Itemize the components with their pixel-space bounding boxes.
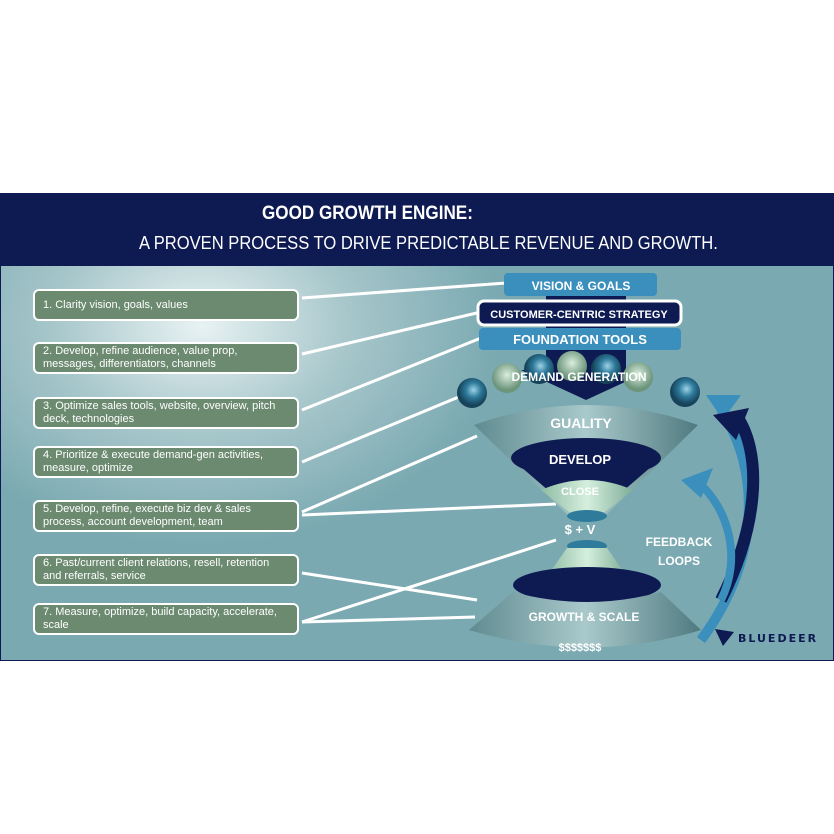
step-text: 3. Optimize sales tools, website, overvi…	[43, 400, 276, 425]
header-banner: GOOD GROWTH ENGINE: A PROVEN PROCESS TO …	[0, 193, 834, 266]
loops-label: LOOPS	[658, 554, 700, 568]
step-text: 1. Clarity vision, goals, values	[43, 298, 188, 311]
step-1: 1. Clarity vision, goals, values	[33, 289, 299, 321]
foundation-label: FOUNDATION TOOLS	[513, 332, 647, 347]
page-subtitle: A PROVEN PROCESS TO DRIVE PREDICTABLE RE…	[139, 233, 718, 253]
feedback-label: FEEDBACK	[646, 535, 713, 549]
quality-label: GUALITY	[550, 415, 612, 431]
step-text: 5. Develop, refine, execute biz dev & sa…	[43, 503, 251, 528]
step-text: 6. Past/current client relations, resell…	[43, 557, 270, 582]
close-label: CLOSE	[561, 486, 599, 498]
connector-lines	[301, 281, 557, 624]
demand-generation-label: DEMAND GENERATION	[511, 370, 646, 384]
develop-label: DEVELOP	[549, 452, 611, 467]
brand-logo: BLUEDEER	[738, 632, 818, 645]
step-3: 3. Optimize sales tools, website, overvi…	[33, 397, 299, 429]
growth-scale-label: GROWTH & SCALE	[529, 610, 640, 624]
step-5: 5. Develop, refine, execute biz dev & sa…	[33, 500, 299, 532]
step-6: 6. Past/current client relations, resell…	[33, 554, 299, 586]
engine-graphic: VISION & GOALS CUSTOMER-CENTRIC STRATEGY…	[301, 273, 818, 654]
page-title: GOOD GROWTH ENGINE:	[262, 203, 473, 224]
vision-goals-label: VISION & GOALS	[532, 279, 631, 293]
strategy-label: CUSTOMER-CENTRIC STRATEGY	[490, 309, 668, 321]
value-label: $ + V	[565, 522, 596, 537]
step-4: 4. Prioritize & execute demand-gen activ…	[33, 446, 299, 478]
bluedeer-logo-icon	[715, 629, 734, 646]
step-text: 4. Prioritize & execute demand-gen activ…	[43, 449, 264, 474]
step-2: 2. Develop, refine audience, value prop,…	[33, 342, 299, 374]
step-text: 2. Develop, refine audience, value prop,…	[43, 345, 238, 370]
step-text: 7. Measure, optimize, build capacity, ac…	[43, 606, 277, 631]
money-label: $$$$$$$	[559, 642, 602, 654]
step-7: 7. Measure, optimize, build capacity, ac…	[33, 603, 299, 635]
